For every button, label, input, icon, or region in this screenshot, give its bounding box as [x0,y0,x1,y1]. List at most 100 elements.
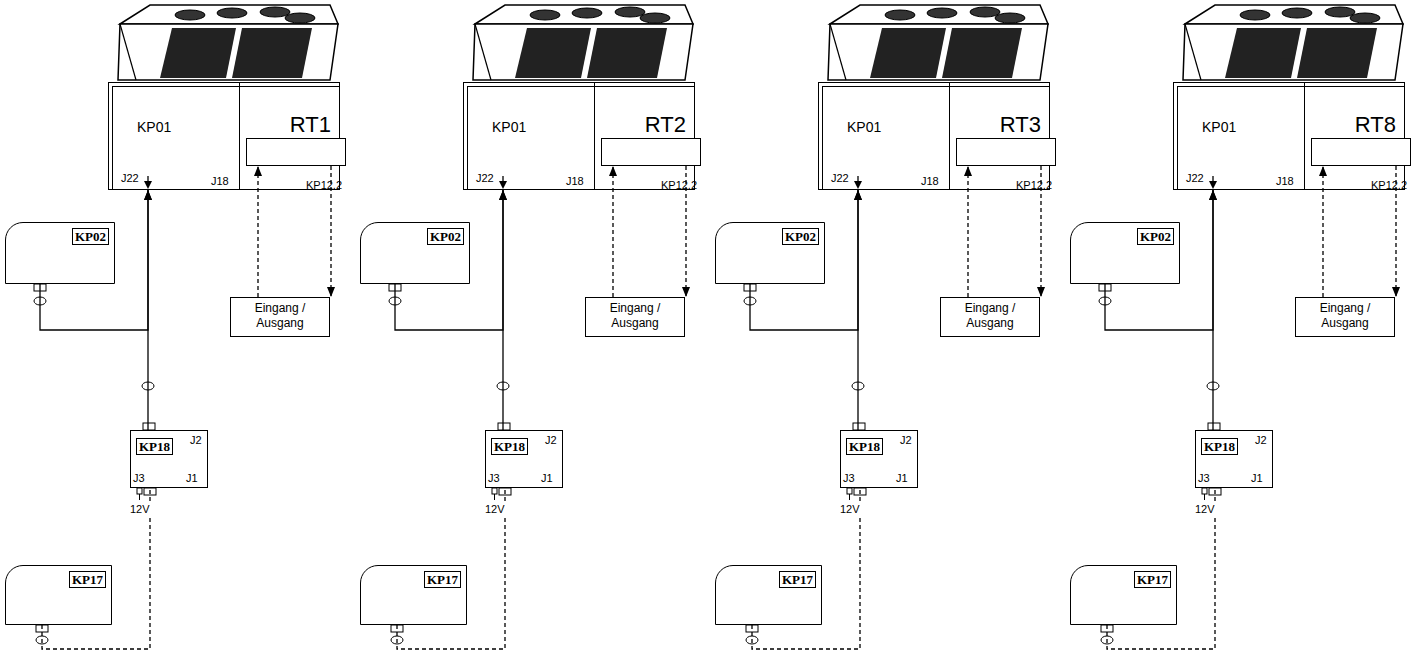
arrowhead [254,166,262,176]
pin-name: 12V [484,503,506,515]
part-name: KP17 [1134,571,1171,588]
unit-frame: KP01RT3KP12.2 [818,82,1050,190]
pin-name: 12V [1194,503,1216,515]
part-name: KP01 [1202,119,1236,135]
part-name: KP12.2 [630,175,728,195]
control-panel: KP02 [360,222,470,284]
part-name: KP02 [72,228,109,245]
fan [1240,10,1270,20]
plug [1208,423,1220,430]
fan [217,8,247,18]
arrowhead [327,287,335,297]
coil-panel [587,28,667,78]
unit-name: RT8 [1355,112,1396,138]
part-name: KP02 [1137,228,1174,245]
pin-name: J2 [544,434,558,446]
cable-line [499,190,507,430]
part-name: Eingang / Ausgang [946,301,1034,331]
fan [995,13,1025,23]
arrowhead [1319,166,1327,176]
connector-path [612,166,613,297]
chiller-body [118,24,338,80]
io-module: KP12.2 [246,138,346,166]
supply-lead [849,494,850,500]
fan [927,8,957,18]
arrowhead [854,190,862,200]
part-name: KP02 [782,228,819,245]
coil-panel [1225,28,1301,78]
arrowhead [1037,287,1045,297]
pin-name: J1 [895,472,909,484]
part-name: KP17 [424,571,461,588]
control-panel: KP17 [1070,565,1177,625]
control-panel: KP02 [715,222,825,284]
cable-line [144,190,152,430]
pin-name: J2 [899,434,913,446]
signal-arrow [1209,181,1217,189]
pin-name: J1 [1250,472,1264,484]
pin-name: J22 [120,172,140,184]
coil-panel [1297,28,1377,78]
arrowhead [854,190,862,200]
part-name: KP01 [492,119,526,135]
chiller-top [1185,5,1403,24]
connector-path [1212,190,1213,430]
fan [615,7,645,17]
control-panel: KP02 [1070,222,1180,284]
arrowhead [1392,287,1400,297]
signal-arrow [144,181,152,189]
coil-panel [515,28,591,78]
plug [853,423,865,430]
control-panel: KP17 [715,565,822,625]
pin-name: J1 [540,472,554,484]
pin-name: J3 [487,472,501,484]
signal-line [964,166,972,297]
part-name: Eingang / Ausgang [591,301,679,331]
chiller-unit [34,5,338,644]
fan [1350,13,1380,23]
control-panel: KP02 [5,222,115,284]
io-module: KP12.2 [956,138,1056,166]
unit-frame: KP01RT2KP12.2 [463,82,695,190]
control-panel: KP17 [360,565,467,625]
chiller-top [120,5,338,24]
pin-name: J3 [132,472,146,484]
arrowhead [682,287,690,297]
fan [175,10,205,20]
connector-path [1322,166,1323,297]
part-name: KP01 [137,119,171,135]
fan [572,8,602,18]
io-box: Eingang / Ausgang [230,297,330,337]
supply-lead [139,494,140,500]
io-module: KP12.2 [1311,138,1411,166]
frame-divider [1304,83,1305,189]
pin-name: 12V [839,503,861,515]
part-name: KP12.2 [985,175,1083,195]
pin-name: J3 [1197,472,1211,484]
pin-name: J18 [210,175,230,187]
chiller-edge [830,24,846,80]
chiller-edge [1185,24,1201,80]
unit-name: RT2 [645,112,686,138]
supply-lead [494,494,495,500]
connector-path [967,166,968,297]
signal-line [254,166,262,297]
fan [260,7,290,17]
part-name: KP12.2 [1340,175,1420,195]
pin-name: J2 [1254,434,1268,446]
plug [498,423,510,430]
chiller-body [828,24,1048,80]
pin-name: J3 [842,472,856,484]
frame-divider [239,83,240,189]
pin-name: J1 [185,472,199,484]
coil-panel [232,28,312,78]
pin-name: J18 [1275,175,1295,187]
control-panel: KP17 [5,565,112,625]
unit-frame: KP01RT8KP12.2 [1173,82,1405,190]
frame-divider [594,83,595,189]
cable-line [854,190,862,430]
chiller-edge [120,24,136,80]
part-name: KP18 [1201,438,1238,455]
pin-name: J2 [189,434,203,446]
